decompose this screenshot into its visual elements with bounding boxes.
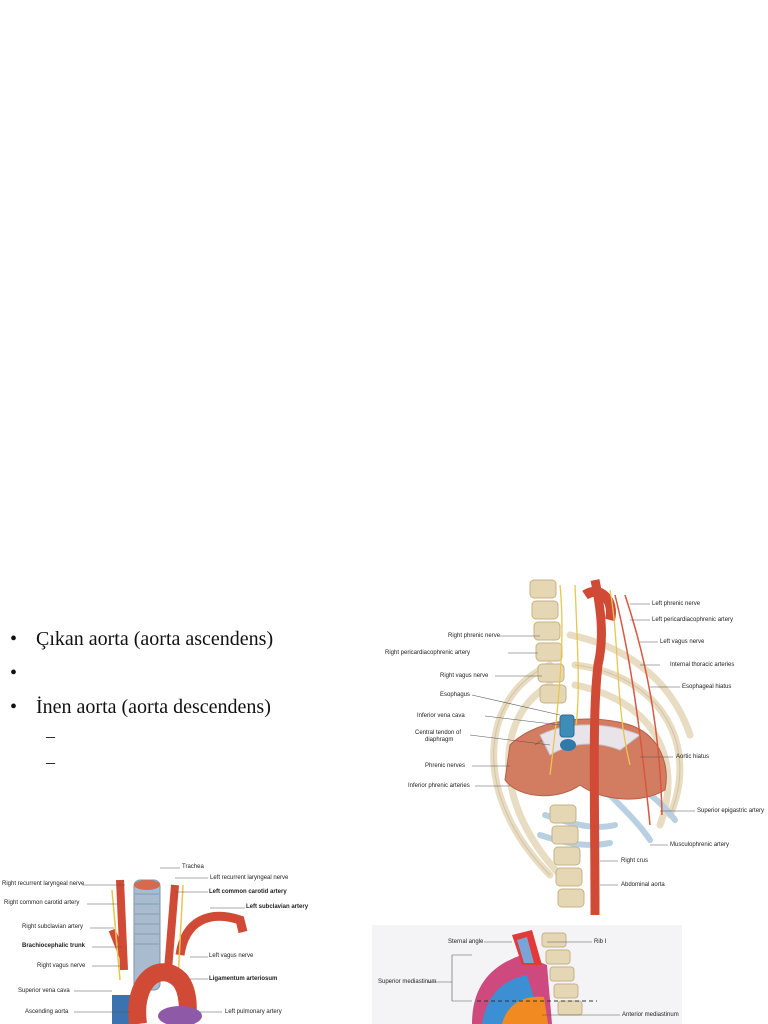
bullet-item: •İnen aorta (aorta descendens) xyxy=(10,696,271,718)
label-right-subclavian-artery: Right subclavian artery xyxy=(22,924,84,930)
label-right-recurrent-laryngeal-nerve: Right recurrent laryngeal nerve xyxy=(2,881,85,887)
label-inferior-phrenic-arteries: Inferior phrenic arteries xyxy=(408,783,470,789)
sub-bullet: – xyxy=(46,726,55,746)
label-phrenic-nerves: Phrenic nerves xyxy=(425,763,466,769)
label-superior-epigastric-artery: Superior epigastric artery xyxy=(697,808,765,814)
label-left-vagus-nerve: Left vagus nerve xyxy=(660,639,705,645)
label-brachiocephalic-trunk: Brachiocephalic trunk xyxy=(22,943,86,949)
label-esophageal-hiatus: Esophageal hiatus xyxy=(682,684,732,690)
label-right-crus: Right crus xyxy=(621,858,649,864)
label-esophagus: Esophagus xyxy=(440,692,471,698)
label-superior-mediastinum: Superior mediastinum xyxy=(378,979,437,985)
label-sternal-angle: Sternal angle xyxy=(448,939,484,945)
mediastinum-illustration xyxy=(372,925,682,1024)
diaphragm-illustration xyxy=(469,579,695,916)
bullet-text: Çıkan aorta (aorta ascendens) xyxy=(36,628,274,650)
label-ascending-aorta: Ascending aorta xyxy=(25,1009,69,1015)
label-left-common-carotid-artery: Left common carotid artery xyxy=(209,889,287,895)
label-anterior-mediastinum: Anterior mediastinum xyxy=(622,1012,679,1018)
label-right-vagus-nerve: Right vagus nerve xyxy=(37,963,86,969)
label-left-pulmonary-artery: Left pulmonary artery xyxy=(225,1009,282,1015)
label-trachea: Trachea xyxy=(182,864,204,870)
label-right-common-carotid-artery: Right common carotid artery xyxy=(4,900,80,906)
label-left-pericardiacophrenic-artery: Left pericardiacophrenic artery xyxy=(652,617,734,623)
label-left-subclavian-artery: Left subclavian artery xyxy=(246,904,309,910)
label-left-phrenic-nerve: Left phrenic nerve xyxy=(652,601,701,607)
label-abdominal-aorta: Abdominal aorta xyxy=(621,882,665,888)
label-ligamentum-arteriosum: Ligamentum arteriosum xyxy=(209,976,278,982)
mediastinum-figure: Sternal angle Rib I Superior mediastinum… xyxy=(372,925,768,1024)
label-right-vagus-nerve: Right vagus nerve xyxy=(440,673,489,679)
aortic-arch-illustration xyxy=(74,867,248,1024)
label-right-phrenic-nerve: Right phrenic nerve xyxy=(448,633,501,639)
diaphragm-figure: Left phrenic nerve Left pericardiacophre… xyxy=(385,575,768,925)
sub-bullet: – xyxy=(46,752,55,772)
bullet-item: •Çıkan aorta (aorta ascendens) xyxy=(10,628,274,650)
label-central-tendon-cont: diaphragm xyxy=(425,737,454,743)
label-rib-i: Rib I xyxy=(594,939,607,945)
bullet-item: • xyxy=(10,662,18,684)
label-right-pericardiacophrenic-artery: Right pericardiacophrenic artery xyxy=(385,650,471,656)
label-inferior-vena-cava: Inferior vena cava xyxy=(417,713,465,719)
label-left-recurrent-laryngeal-nerve: Left recurrent laryngeal nerve xyxy=(210,875,289,881)
label-internal-thoracic-arteries: Internal thoracic arteries xyxy=(670,662,735,668)
label-superior-vena-cava: Superior vena cava xyxy=(18,988,70,994)
label-aortic-hiatus: Aortic hiatus xyxy=(676,754,710,760)
bullet-text: İnen aorta (aorta descendens) xyxy=(36,696,271,718)
label-musculophrenic-artery: Musculophrenic artery xyxy=(670,842,730,848)
aortic-arch-figure: Trachea Right recurrent laryngeal nerve … xyxy=(0,860,330,1024)
label-central-tendon: Central tendon of xyxy=(415,730,462,736)
label-left-vagus-nerve: Left vagus nerve xyxy=(209,953,254,959)
